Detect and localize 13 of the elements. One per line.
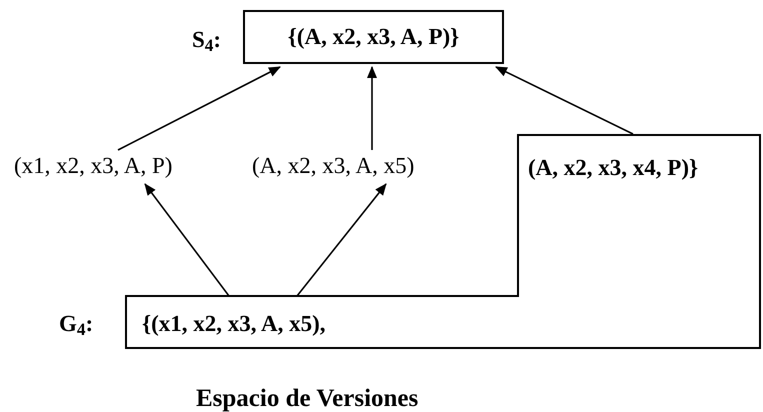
set-heading: G$_{4}$: xyxy=(59,310,94,342)
arrow xyxy=(367,66,377,150)
arrow xyxy=(296,183,387,296)
hypothesis-text: (x1, x2, x3, A, P) xyxy=(14,152,174,180)
arrow xyxy=(118,66,281,151)
caption: Espacio de Versiones xyxy=(196,384,418,412)
arrow xyxy=(144,183,230,296)
arrow xyxy=(495,66,634,135)
set-text: {(A, x2, x3, A, P)} xyxy=(288,22,460,51)
hypothesis-text: (A, x2, x3, A, x5) xyxy=(252,152,416,180)
set-heading: S$_{4}$: xyxy=(192,26,222,58)
set-text: (A, x2, x3, x4, P)} xyxy=(528,154,698,182)
set-text: {(x1, x2, x3, A, x5), xyxy=(142,310,326,338)
